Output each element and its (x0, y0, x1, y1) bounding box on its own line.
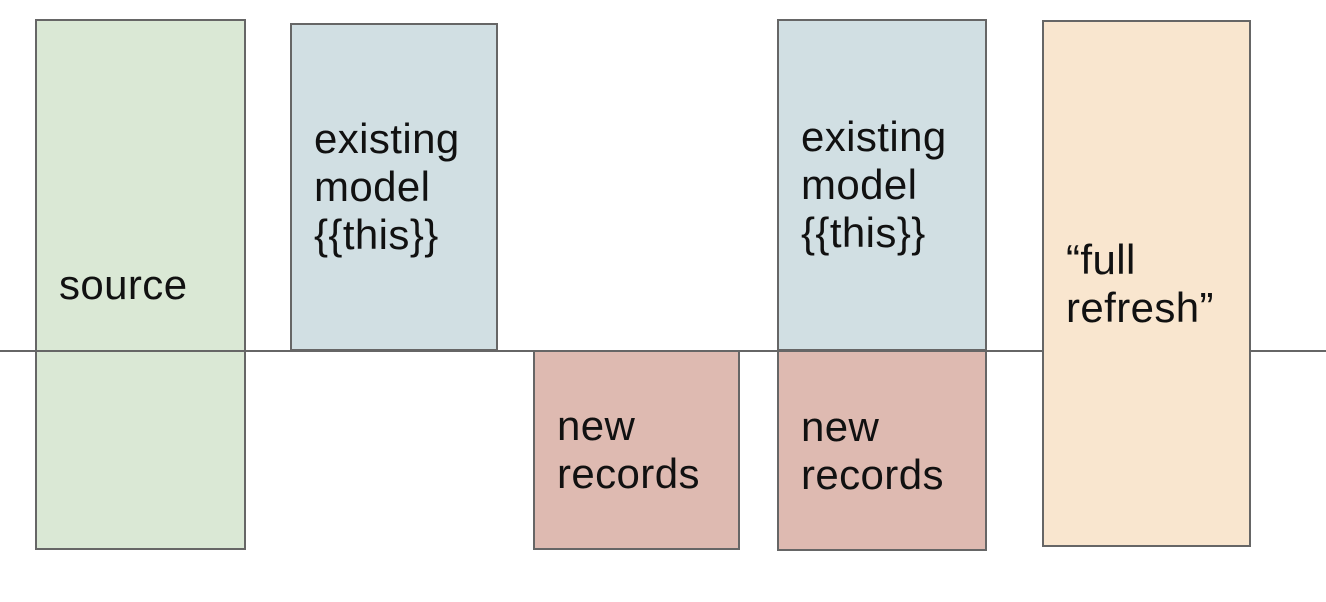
box-existing-model-2: existing model {{this}} (777, 19, 987, 351)
box-label-existing-model-1: existing model {{this}} (314, 115, 460, 258)
box-label-source: source (59, 260, 188, 308)
box-full-refresh: “full refresh” (1042, 20, 1251, 547)
box-source: source (35, 19, 246, 550)
box-label-new-records-2: new records (801, 402, 944, 498)
box-new-records-1: new records (533, 350, 740, 550)
box-label-new-records-1: new records (557, 402, 700, 497)
box-label-full-refresh: “full refresh” (1066, 235, 1214, 331)
box-existing-model-1: existing model {{this}} (290, 23, 498, 351)
box-label-existing-model-2: existing model {{this}} (801, 113, 947, 256)
box-new-records-2: new records (777, 350, 987, 551)
